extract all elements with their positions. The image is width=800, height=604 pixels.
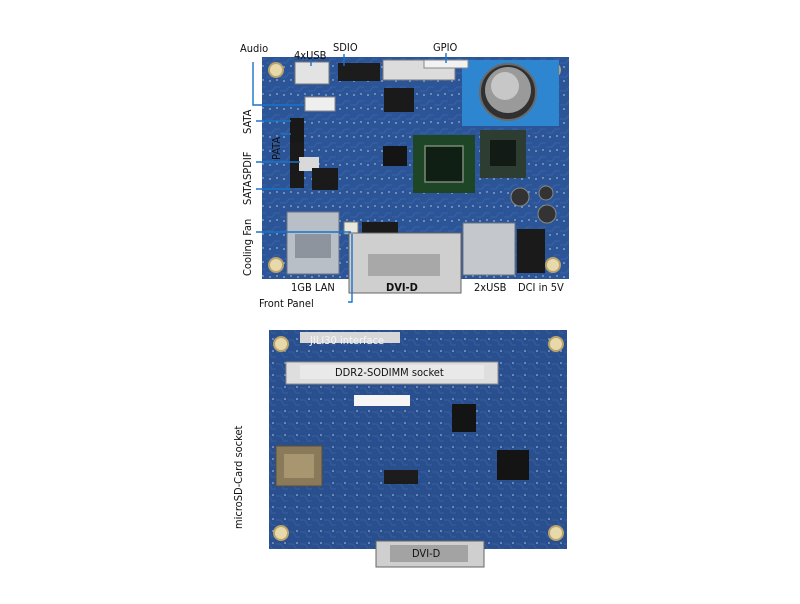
sodimm-socket-inner bbox=[300, 365, 484, 379]
leader-front-panel bbox=[348, 234, 353, 303]
capacitor bbox=[537, 204, 557, 224]
label-cooling-fan: Cooling Fan bbox=[241, 218, 254, 276]
misc-chip bbox=[383, 146, 407, 166]
capacitor bbox=[538, 185, 554, 201]
audio-connector bbox=[304, 96, 336, 112]
pata-connector bbox=[290, 143, 304, 188]
mount-hole bbox=[548, 525, 564, 541]
misc-chip bbox=[384, 88, 414, 112]
label-spdif: SPDIF bbox=[241, 151, 254, 180]
bottom-board bbox=[269, 330, 567, 568]
barcode-sticker bbox=[354, 395, 410, 406]
mount-hole bbox=[273, 525, 289, 541]
label-dc-in: DCI in 5V bbox=[518, 281, 564, 294]
label-1gb-lan: 1GB LAN bbox=[291, 281, 335, 294]
bottom-dvi-face bbox=[390, 545, 468, 562]
label-pata: PATA bbox=[270, 136, 283, 160]
leader-audio bbox=[252, 62, 304, 106]
microsd-inner bbox=[284, 454, 314, 478]
mount-hole bbox=[273, 336, 289, 352]
label-gpio: GPIO bbox=[433, 41, 458, 54]
usb-jack bbox=[462, 222, 516, 276]
coin-cell-shine bbox=[491, 72, 519, 100]
capacitor bbox=[510, 187, 530, 207]
label-dvi-d-bottom: DVI-D bbox=[412, 547, 441, 560]
label-audio: Audio bbox=[240, 42, 269, 55]
bottom-chip bbox=[384, 470, 418, 484]
spdif-connector bbox=[299, 157, 319, 171]
chipset-die bbox=[490, 140, 516, 166]
sdio-header bbox=[338, 63, 380, 81]
top-leader-lines bbox=[252, 53, 447, 303]
bottom-chip bbox=[497, 450, 529, 480]
label-sata-2: SATA bbox=[241, 180, 254, 205]
lan-jack-port bbox=[295, 234, 331, 258]
label-sdio: SDIO bbox=[333, 41, 358, 54]
mount-hole bbox=[268, 62, 284, 78]
label-jili30: JILI30 interface bbox=[310, 334, 385, 347]
bottom-chip bbox=[452, 404, 476, 432]
dvi-face bbox=[368, 254, 440, 276]
mount-hole bbox=[545, 257, 561, 273]
label-dvi-d-top: DVI-D bbox=[386, 281, 418, 294]
mount-hole bbox=[268, 257, 284, 273]
label-2xusb: 2xUSB bbox=[474, 281, 507, 294]
dc-jack bbox=[517, 229, 545, 273]
mount-hole bbox=[548, 336, 564, 352]
label-microsd: microSD-Card socket bbox=[232, 425, 245, 529]
cpu-die bbox=[424, 145, 464, 183]
misc-chip bbox=[312, 168, 338, 190]
sata-connector bbox=[290, 118, 304, 143]
label-ddr2-sodimm: DDR2-SODIMM socket bbox=[335, 366, 444, 379]
label-front-panel: Front Panel bbox=[259, 297, 314, 310]
label-sata-1: SATA bbox=[241, 109, 254, 134]
usb-header bbox=[294, 61, 330, 85]
top-board bbox=[262, 57, 569, 294]
jili-connector bbox=[300, 332, 400, 343]
label-4xusb: 4xUSB bbox=[294, 49, 327, 62]
